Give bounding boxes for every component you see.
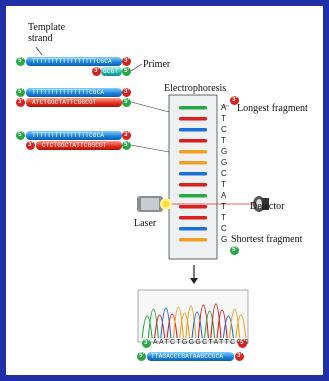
primer-label: Primer (143, 59, 171, 70)
gel-column (168, 94, 218, 260)
five-prime-marker: 5' (16, 131, 25, 140)
chromatogram-peak (197, 304, 209, 339)
chromatogram-peak (147, 308, 159, 339)
readout-five-prime-marker: 5' (238, 339, 247, 348)
three-prime-marker: 3' (122, 131, 131, 140)
gel-band (179, 194, 207, 198)
gel-band (179, 106, 207, 110)
gel-base-letter: T (221, 136, 226, 145)
chromatogram-peak (179, 312, 191, 339)
chromatogram-peak (166, 313, 178, 339)
gel-band (179, 238, 207, 242)
template-strand-label: Template strand (28, 22, 66, 44)
chromatogram-peak (191, 311, 203, 339)
chromatogram-peak (160, 307, 172, 339)
gel-base-letter: G (221, 147, 228, 156)
gel-base-letter: T (221, 202, 226, 211)
electrophoresis-label: Electrophoresis (164, 83, 227, 94)
template-strand-copy: TTTTTTTTTTTTTTTCGCA (26, 131, 122, 140)
chromatogram-peaks (141, 303, 247, 339)
gel-band (179, 227, 207, 231)
shortest-five-prime-marker: 5' (230, 246, 239, 255)
three-prime-marker: 3' (16, 98, 25, 107)
gel-band (179, 117, 207, 121)
longest-three-prime-marker: 3' (230, 96, 239, 105)
gel-band (179, 183, 207, 187)
five-prime-marker: 5' (122, 98, 131, 107)
gel-base-letter: G (221, 235, 228, 244)
three-prime-marker: 3' (122, 88, 131, 97)
three-prime-marker: 3' (122, 57, 131, 66)
chromatogram-peak (235, 314, 247, 339)
template-strand: TTTTTTTTTTTTTTTTTCGCA (26, 57, 122, 66)
readout-three-prime-marker: 3' (142, 339, 151, 348)
laser-icon (137, 196, 172, 212)
shortest-fragment-label: Shortest fragment (231, 234, 303, 245)
gel-base-letter: T (221, 114, 226, 123)
primer-five-prime-marker: 5' (122, 67, 131, 76)
complement-three-prime-marker: 3' (235, 352, 244, 361)
chromatogram-peak (210, 303, 222, 339)
primer-three-prime-marker: 3' (92, 67, 101, 76)
chromatogram-peak (154, 314, 166, 339)
five-prime-marker: 5' (16, 88, 25, 97)
detector-label: Detector (250, 201, 285, 212)
gel-base-letter: C (221, 125, 227, 134)
five-prime-marker: 5' (122, 141, 131, 150)
three-prime-marker: 3' (26, 141, 35, 150)
chromatogram-peak (185, 305, 197, 339)
chromatogram-peak (141, 315, 153, 339)
extended-fragment-long: ATCTGGCTATTCGGCGT (26, 98, 122, 107)
gel-bands (179, 106, 207, 242)
chromatogram-peak (229, 308, 241, 339)
primer-strand: GCGT (101, 67, 122, 76)
gel-band (179, 172, 207, 176)
chromatogram-peak (222, 315, 234, 339)
gel-base-letter: A (221, 103, 227, 112)
template-strand-copy: TTTTTTTTTTTTTTTCGCA (26, 88, 122, 97)
complement-strand: TTAGACCCGATAAGCCGCA (147, 352, 234, 361)
gel-base-letter: C (221, 169, 227, 178)
five-prime-marker: 5' (16, 57, 25, 66)
detector-icon (253, 196, 269, 212)
gel-band (179, 139, 207, 143)
gel-band (179, 205, 207, 209)
gel-base-letter: G (221, 158, 228, 167)
extended-fragment-short: CTCTGGCTATTCGGCGT (36, 141, 122, 150)
gel-base-letter: T (221, 213, 226, 222)
complement-five-prime-marker: 5' (137, 352, 146, 361)
laser-label: Laser (134, 218, 157, 229)
gel-base-letter: A (221, 191, 227, 200)
longest-fragment-label: Longest fragment (237, 103, 308, 114)
chromatogram-peak (204, 310, 216, 339)
gel-band (179, 216, 207, 220)
chromatogram-peak (216, 309, 228, 339)
gel-band (179, 128, 207, 132)
chromatogram-peak (172, 306, 184, 339)
gel-base-letter: C (221, 224, 227, 233)
gel-base-letter: T (221, 180, 226, 189)
readout-sequence: AATCTGGGCTATTCGG (153, 339, 251, 346)
gel-band (179, 150, 207, 154)
gel-band (179, 161, 207, 165)
